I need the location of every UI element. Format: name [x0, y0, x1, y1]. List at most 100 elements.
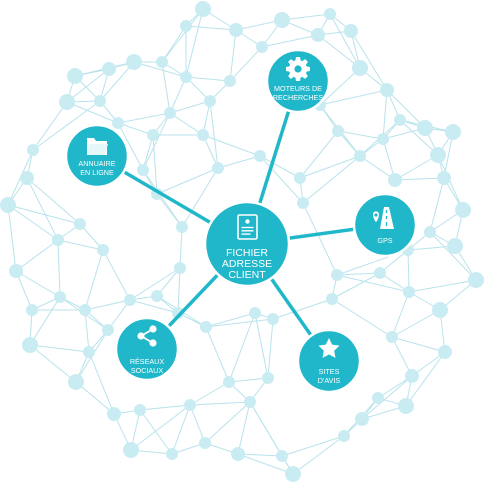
source-online-directory[interactable]: ANNUAIRE EN LIGNE — [64, 123, 130, 189]
share-icon — [137, 325, 157, 347]
mesh-edge — [189, 381, 230, 406]
mesh-edge — [29, 296, 61, 346]
document-icon — [237, 214, 258, 240]
mesh-edge — [217, 155, 261, 169]
mesh-edge — [429, 177, 445, 233]
mesh-node — [197, 129, 209, 141]
source-gps[interactable]: GPS — [352, 192, 418, 258]
mesh-node — [468, 272, 484, 288]
mesh-edge — [261, 34, 319, 48]
mesh-edge — [336, 274, 410, 293]
mesh-edge — [130, 404, 191, 451]
mesh-node — [430, 147, 446, 163]
mesh-node — [134, 404, 146, 416]
search-engines-label-line-2: RECHERCHES — [273, 93, 324, 102]
mesh-edge — [26, 177, 59, 241]
mesh-edge — [331, 298, 393, 338]
mesh-edge — [429, 231, 477, 281]
mesh-edge — [142, 134, 154, 171]
mesh-edge — [57, 239, 104, 251]
mesh-node — [432, 302, 448, 318]
mesh-node — [377, 133, 389, 145]
mesh-edge — [129, 299, 179, 314]
mesh-edge — [177, 267, 181, 314]
mesh-edge — [84, 309, 90, 353]
mesh-edge — [161, 61, 171, 114]
mesh-edge — [202, 134, 261, 157]
review-sites-label-line-1: SITES — [319, 367, 340, 376]
mesh-node — [164, 107, 176, 119]
mesh-node — [166, 448, 178, 460]
center-hub-circle — [203, 200, 291, 288]
mesh-node — [102, 324, 114, 336]
center-label-line-3: CLIENT — [228, 269, 266, 281]
mesh-edge — [259, 155, 301, 179]
center-hub[interactable]: FICHIER ADRESSE CLIENT — [203, 200, 291, 288]
mesh-edge — [405, 351, 446, 407]
mesh-edge — [319, 67, 361, 106]
mesh-edge — [359, 155, 396, 181]
mesh-node — [176, 221, 188, 233]
mesh-node — [455, 202, 471, 218]
mesh-edge — [117, 122, 144, 171]
mesh-edge — [204, 401, 251, 444]
mesh-node — [224, 75, 236, 87]
mesh-edge — [32, 101, 68, 151]
mesh-edge — [317, 34, 361, 69]
mesh-edge — [161, 8, 204, 63]
mesh-edge — [75, 381, 115, 415]
mesh-node — [137, 164, 149, 176]
mesh-edge — [107, 299, 131, 331]
mesh-node — [338, 430, 350, 442]
mesh-node — [156, 56, 168, 68]
source-review-sites[interactable]: SITES D'AVIS — [296, 328, 362, 394]
mesh-node — [438, 345, 452, 359]
mesh-node — [254, 150, 266, 162]
mesh-node — [94, 95, 106, 107]
mesh-node — [386, 331, 398, 343]
folder-icon — [87, 138, 108, 155]
mesh-node — [417, 120, 433, 136]
mesh-edge — [29, 344, 77, 383]
source-social-networks[interactable]: RÉSEAUX SOCIAUX — [114, 316, 180, 382]
mesh-edge — [350, 30, 388, 91]
mesh-edge — [99, 61, 135, 102]
source-search-engines[interactable]: MOTEURS DE RECHERCHES — [265, 48, 331, 114]
mesh-node — [256, 41, 268, 53]
mesh-node — [184, 399, 196, 411]
mesh-edge — [169, 112, 204, 136]
mesh-edge — [161, 25, 187, 63]
mesh-edge — [171, 404, 191, 455]
mesh-edge — [139, 409, 173, 455]
mesh-edge — [7, 204, 81, 225]
mesh-node — [27, 144, 39, 156]
mesh-edge — [302, 202, 338, 276]
review-sites-circle — [296, 328, 362, 394]
mesh-node — [123, 442, 139, 458]
mesh-node — [437, 171, 451, 185]
mesh-edge — [229, 29, 237, 82]
mesh-edge — [319, 89, 388, 106]
mesh-edge — [337, 130, 384, 140]
social-networks-label-line-2: SOCIAUX — [131, 366, 164, 375]
mesh-node — [83, 346, 95, 358]
mesh-node — [229, 23, 243, 37]
mesh-edge — [29, 344, 90, 353]
mesh-node — [126, 54, 142, 70]
mesh-edge — [386, 89, 426, 129]
mesh-node — [68, 374, 84, 390]
mesh-edge — [169, 76, 187, 114]
mesh-node — [324, 8, 336, 20]
mesh-edge — [382, 89, 388, 140]
mesh-edge — [281, 435, 345, 457]
star-icon — [318, 338, 340, 358]
mesh-edge — [209, 100, 219, 169]
mesh-node — [174, 262, 186, 274]
mesh-node — [79, 304, 91, 316]
online-directory-label-line-2: EN LIGNE — [80, 168, 114, 177]
mesh-node — [352, 60, 368, 76]
mesh-node — [223, 376, 235, 388]
mesh-edge — [189, 404, 206, 444]
mesh-node — [297, 197, 309, 209]
